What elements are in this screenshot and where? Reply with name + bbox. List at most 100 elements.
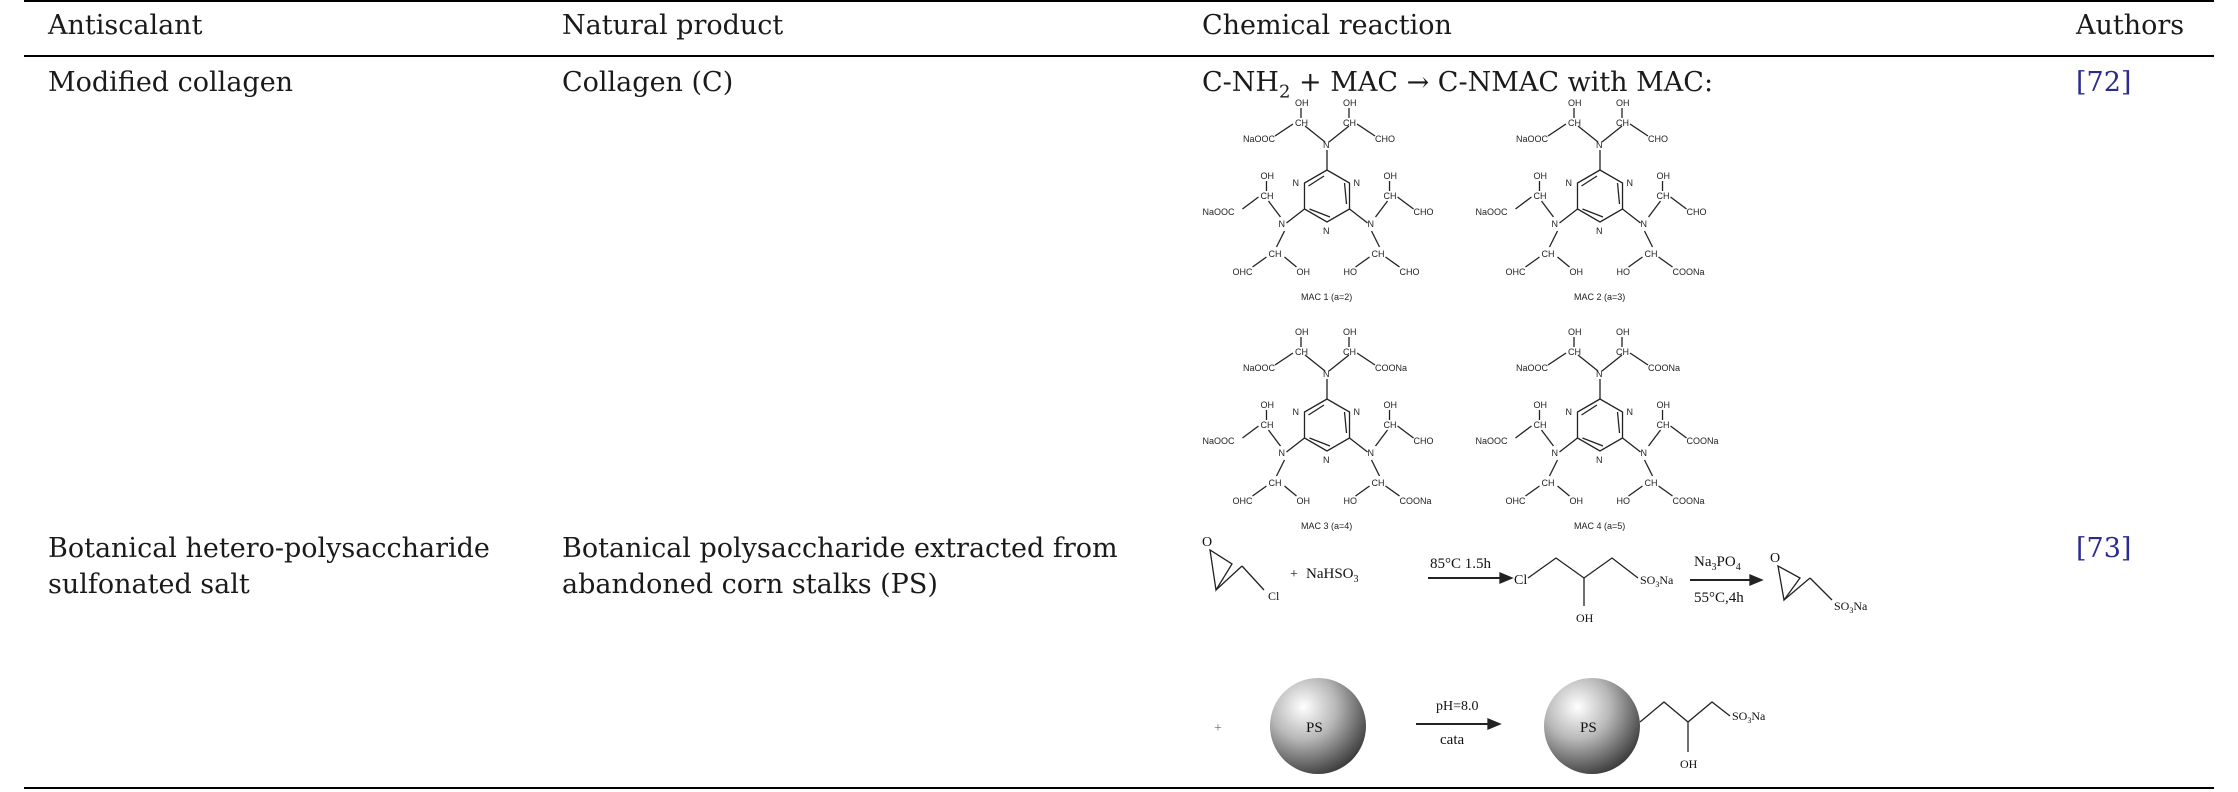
- carboxylate-label: NaOOC: [1202, 207, 1235, 217]
- arrowhead: [1487, 718, 1502, 730]
- bond: [1355, 485, 1370, 497]
- amine-n-label: N: [1551, 219, 1558, 229]
- substituent-label: COONa: [1400, 496, 1432, 506]
- amine-n-label: N: [1551, 448, 1558, 458]
- bond: [1385, 485, 1400, 497]
- bond: [1309, 437, 1331, 447]
- carboxylate-label: NaOOC: [1516, 134, 1549, 144]
- bond: [1274, 123, 1294, 137]
- hydroxyl-label: HO: [1617, 267, 1631, 277]
- hydroxyl-label: OH: [1616, 327, 1630, 337]
- arrowhead: [1499, 572, 1514, 584]
- ch-label: CH: [1343, 118, 1356, 128]
- citation-link-73[interactable]: [73]: [2076, 533, 2132, 564]
- aldehyde-label: OHC: [1232, 496, 1253, 506]
- ps-sphere: [1270, 678, 1366, 774]
- ps-label: PS: [1580, 720, 1597, 736]
- bond: [1397, 196, 1414, 210]
- condition-1: 85°C 1.5h: [1430, 556, 1492, 572]
- condition-2-top: Na3PO4: [1694, 554, 1741, 573]
- cell-antiscalant-line2: sulfonated salt: [48, 569, 250, 600]
- bond: [1577, 125, 1599, 143]
- nitrogen-label: N: [1565, 407, 1572, 417]
- ch-label: CH: [1268, 478, 1281, 488]
- nitrogen-label: N: [1596, 226, 1603, 236]
- ch-label: CH: [1372, 249, 1385, 259]
- plus-sign: +: [1214, 721, 1222, 736]
- ch-label: CH: [1541, 478, 1554, 488]
- bond: [1385, 256, 1400, 268]
- substituent-label: CHO: [1375, 134, 1395, 144]
- bond: [1525, 485, 1540, 497]
- triazine-ring: [1576, 398, 1624, 452]
- bond: [1252, 485, 1267, 497]
- nitrogen-label: N: [1565, 178, 1572, 188]
- bond: [1370, 230, 1381, 248]
- sulfonate-chain: [1639, 701, 1731, 723]
- ch-label: CH: [1343, 347, 1356, 357]
- nitrogen-label: N: [1627, 178, 1634, 188]
- bond: [1356, 123, 1376, 137]
- bond: [1267, 429, 1282, 447]
- intermediate-molecule: Cl OH SO3Na: [1514, 557, 1674, 625]
- hydroxyl-label: HO: [1617, 496, 1631, 506]
- oxygen-label: O: [1770, 551, 1780, 566]
- header-authors: Authors: [2076, 10, 2185, 41]
- amine-n-label: N: [1596, 369, 1603, 379]
- ch-label: CH: [1372, 478, 1385, 488]
- substituent-label: CHO: [1414, 207, 1434, 217]
- eq-lead: C-NH: [1202, 67, 1279, 98]
- ch-label: CH: [1616, 118, 1629, 128]
- ch-label: CH: [1384, 420, 1397, 430]
- table-top-rule: [24, 0, 2214, 2]
- bond: [1670, 425, 1687, 439]
- ps-sphere-product: [1544, 678, 1640, 774]
- triazine-ring: [1303, 169, 1351, 223]
- header-natural-product: Natural product: [562, 10, 784, 41]
- bond: [1622, 437, 1641, 453]
- plus-sign: +: [1290, 567, 1298, 582]
- citation-link-72[interactable]: [72]: [2076, 67, 2132, 98]
- bond: [1628, 485, 1643, 497]
- bond: [1343, 182, 1348, 205]
- bond: [1559, 437, 1578, 453]
- nitrogen-label: N: [1596, 455, 1603, 465]
- hydroxyl-label: OH: [1384, 400, 1398, 410]
- bond: [1274, 352, 1294, 366]
- hydroxyl-label: OH: [1343, 327, 1357, 337]
- hydroxyl-label: OH: [1260, 171, 1274, 181]
- hydroxyl-label: OH: [1657, 400, 1671, 410]
- bond: [1622, 208, 1641, 224]
- substituent-label: COONa: [1673, 496, 1705, 506]
- ch-label: CH: [1384, 191, 1397, 201]
- substituent-label: CHO: [1648, 134, 1668, 144]
- bond: [1286, 437, 1305, 453]
- oxygen-label: O: [1202, 535, 1212, 550]
- cell-natural-product: Collagen (C): [562, 67, 734, 98]
- bond: [1577, 354, 1599, 372]
- nitrogen-label: N: [1292, 178, 1299, 188]
- hydroxyl-label: OH: [1680, 757, 1698, 771]
- bond: [1356, 352, 1376, 366]
- carboxylate-label: NaOOC: [1202, 436, 1235, 446]
- ch-label: CH: [1260, 420, 1273, 430]
- bond: [1629, 352, 1649, 366]
- ch-label: CH: [1533, 420, 1546, 430]
- nitrogen-label: N: [1323, 226, 1330, 236]
- hydroxyl-label: OH: [1568, 327, 1582, 337]
- arrowhead: [1749, 574, 1764, 586]
- hydroxyl-label: OH: [1295, 327, 1309, 337]
- ch-label: CH: [1295, 347, 1308, 357]
- bond: [1581, 404, 1598, 416]
- hydroxyl-label: OH: [1657, 171, 1671, 181]
- bond: [1515, 196, 1532, 210]
- bond: [1629, 123, 1649, 137]
- substituent-label: COONa: [1375, 363, 1407, 373]
- cell-natural-product-line1: Botanical polysaccharide extracted from: [562, 533, 1118, 564]
- aldehyde-label: OHC: [1232, 267, 1253, 277]
- bond: [1309, 208, 1331, 218]
- bond: [1581, 175, 1598, 187]
